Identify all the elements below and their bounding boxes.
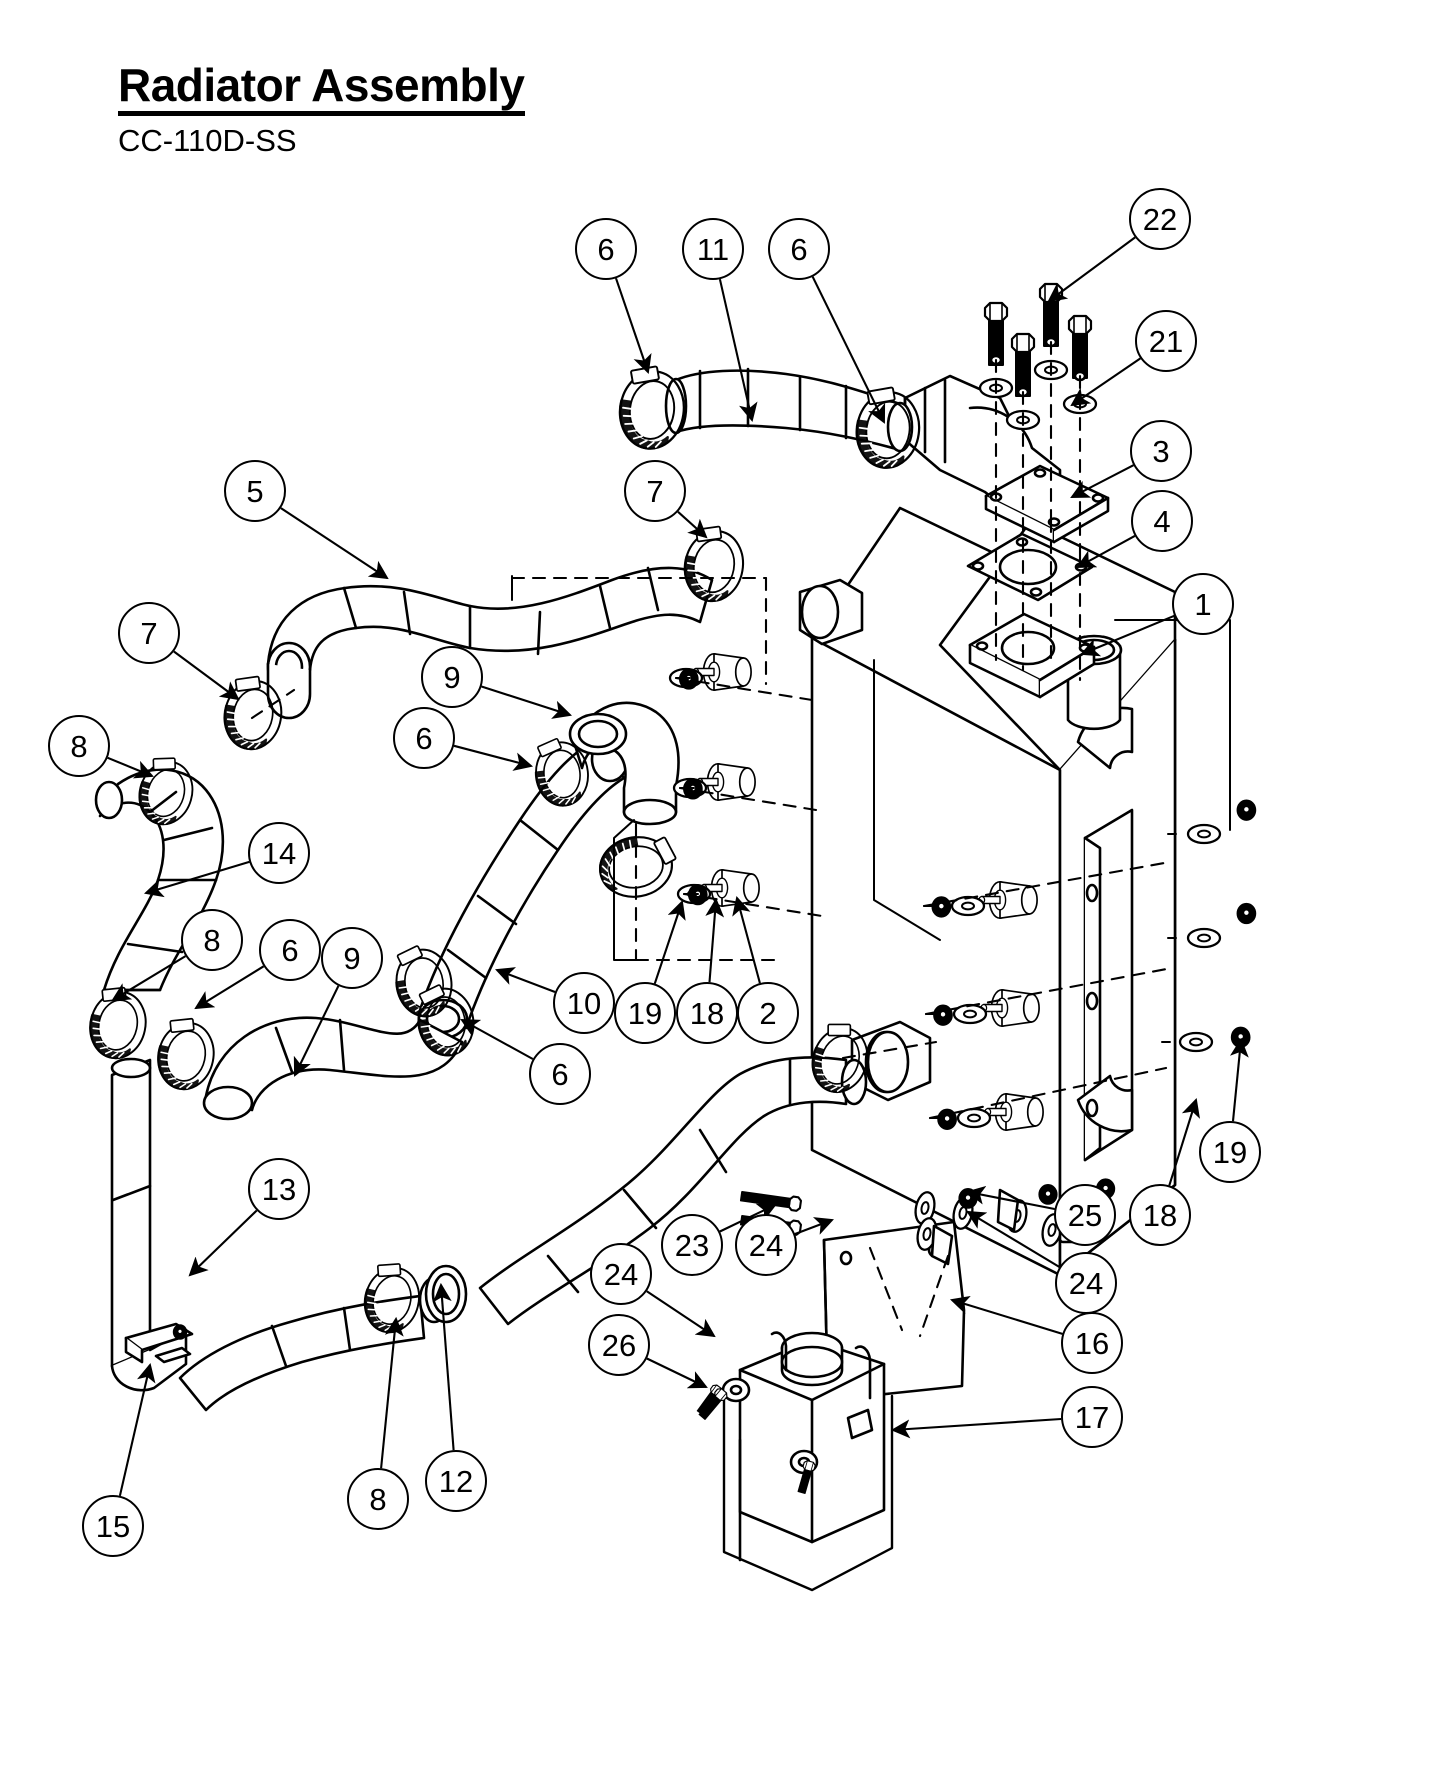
leader-line-5 (280, 507, 389, 580)
leader-line-12 (432, 1282, 455, 1451)
callout-balloon-21[interactable]: 21 (1135, 310, 1197, 372)
callout-leader-lines (107, 236, 1249, 1497)
callout-balloon-3[interactable]: 3 (1130, 420, 1192, 482)
callout-balloon-16[interactable]: 16 (1061, 1312, 1123, 1374)
callout-balloon-14[interactable]: 14 (248, 822, 310, 884)
callout-balloon-7[interactable]: 7 (118, 602, 180, 664)
elbow-9-upper (568, 701, 680, 826)
leader-line-6 (615, 277, 652, 374)
leader-line-7 (173, 650, 240, 701)
leader-line-16 (949, 1295, 1063, 1335)
callout-balloon-19[interactable]: 19 (614, 982, 676, 1044)
leader-line-17 (890, 1417, 1062, 1439)
callout-balloon-4[interactable]: 4 (1131, 490, 1193, 552)
leader-line-15 (118, 1362, 156, 1497)
callout-balloon-13[interactable]: 13 (248, 1158, 310, 1220)
leader-line-21 (1070, 357, 1141, 407)
callout-balloon-18[interactable]: 18 (1129, 1184, 1191, 1246)
callout-balloon-23[interactable]: 23 (661, 1214, 723, 1276)
callout-balloon-8[interactable]: 8 (181, 909, 243, 971)
callout-balloon-6[interactable]: 6 (393, 707, 455, 769)
leader-line-3 (1070, 464, 1134, 498)
leader-line-8 (107, 756, 154, 779)
leader-line-18 (705, 897, 725, 983)
callout-balloon-17[interactable]: 17 (1061, 1386, 1123, 1448)
callout-balloon-18[interactable]: 18 (676, 982, 738, 1044)
part-number-subtitle: CC-110D-SS (118, 123, 297, 158)
leader-line-19 (653, 900, 686, 984)
callout-balloon-19[interactable]: 19 (1199, 1121, 1261, 1183)
leader-line-23 (719, 1203, 777, 1233)
hose-5 (266, 566, 714, 720)
hose-lower-long (478, 1030, 910, 1326)
phantom-outlines (511, 575, 1231, 961)
callout-balloon-8[interactable]: 8 (347, 1468, 409, 1530)
callout-balloon-2[interactable]: 2 (737, 982, 799, 1044)
callout-balloon-5[interactable]: 5 (224, 460, 286, 522)
leader-line-10 (495, 967, 556, 993)
leader-line-8 (111, 955, 187, 1002)
leader-line-4 (1076, 534, 1136, 569)
inlet-elbow (903, 374, 1110, 544)
callout-balloon-9[interactable]: 9 (421, 646, 483, 708)
callout-balloon-8[interactable]: 8 (48, 715, 110, 777)
right-washer-nut-stack (1161, 799, 1257, 1053)
leader-line-6 (194, 965, 265, 1010)
callout-balloon-7[interactable]: 7 (624, 460, 686, 522)
callout-balloon-24[interactable]: 24 (1055, 1252, 1117, 1314)
pipe-13 (110, 1057, 194, 1392)
leader-line-24 (966, 1210, 1060, 1268)
leader-line-8 (380, 1316, 404, 1469)
callout-balloon-15[interactable]: 15 (82, 1495, 144, 1557)
callout-balloon-6[interactable]: 6 (575, 218, 637, 280)
callout-balloon-6[interactable]: 6 (529, 1043, 591, 1105)
callout-balloon-24[interactable]: 24 (735, 1214, 797, 1276)
callout-balloon-25[interactable]: 25 (1054, 1184, 1116, 1246)
leader-line-1 (1080, 614, 1175, 657)
callout-balloon-10[interactable]: 10 (553, 972, 615, 1034)
leader-line-26 (646, 1357, 708, 1389)
leader-line-24 (794, 1217, 834, 1235)
callout-balloon-26[interactable]: 26 (588, 1314, 650, 1376)
callout-balloon-1[interactable]: 1 (1172, 573, 1234, 635)
assembly-centerlines (250, 340, 1174, 1338)
leader-line-18 (1168, 1097, 1201, 1186)
callout-balloon-9[interactable]: 9 (321, 927, 383, 989)
leader-line-9 (481, 685, 572, 719)
title-block: Radiator Assembly CC-110D-SS (118, 62, 525, 156)
leader-line-19 (1229, 1037, 1249, 1122)
callout-balloon-6[interactable]: 6 (768, 218, 830, 280)
leader-line-14 (143, 860, 250, 898)
callout-balloon-24[interactable]: 24 (590, 1243, 652, 1305)
callout-balloon-12[interactable]: 12 (425, 1450, 487, 1512)
surge-tank-assembly (694, 1220, 966, 1592)
leader-line-2 (732, 895, 761, 984)
leader-line-6 (453, 744, 534, 771)
page-title: Radiator Assembly (118, 62, 525, 116)
leader-line-6 (811, 276, 886, 424)
leader-line-7 (677, 511, 708, 539)
leader-line-13 (188, 1209, 258, 1277)
leader-line-6 (460, 1018, 534, 1060)
leader-line-24 (646, 1290, 716, 1338)
callout-balloon-11[interactable]: 11 (682, 218, 744, 280)
leader-line-11 (718, 278, 758, 423)
flange-assembly (966, 532, 1096, 699)
leader-line-25 (965, 1185, 1055, 1211)
callout-balloon-6[interactable]: 6 (259, 919, 321, 981)
leader-line-22 (1047, 236, 1136, 303)
callout-balloon-22[interactable]: 22 (1129, 188, 1191, 250)
leader-line-9 (293, 985, 340, 1077)
